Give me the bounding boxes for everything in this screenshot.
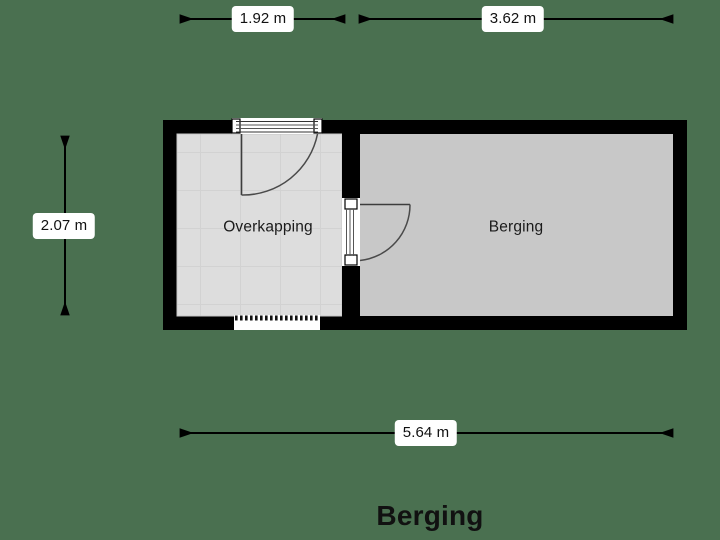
dimension-label-bottom: 5.64 m — [394, 420, 458, 446]
open-edge-hatch — [234, 315, 320, 321]
interior-door-jamb-bottom — [344, 254, 358, 266]
canopy-open-edge — [234, 315, 320, 330]
room-overkapping — [176, 133, 343, 317]
dimension-label-top-right: 3.62 m — [481, 6, 545, 32]
page-title: Berging — [376, 500, 484, 531]
berging-floor — [360, 134, 673, 316]
overkapping-floor — [177, 134, 342, 316]
room-berging — [360, 134, 673, 316]
interior-door-swing-arc — [359, 204, 411, 262]
room-label-berging: Berging — [488, 218, 544, 236]
top-door-jamb-right — [313, 118, 323, 134]
top-door-jamb-left — [231, 118, 241, 134]
interior-door[interactable] — [342, 198, 411, 266]
top-door-swing-arc — [241, 133, 319, 196]
interior-door-jamb-top — [344, 198, 358, 210]
canopy-top-door[interactable] — [231, 118, 323, 196]
dimension-label-top-left: 1.92 m — [231, 6, 295, 32]
dimension-label-left: 2.07 m — [32, 213, 96, 239]
room-label-overkapping: Overkapping — [223, 218, 313, 236]
